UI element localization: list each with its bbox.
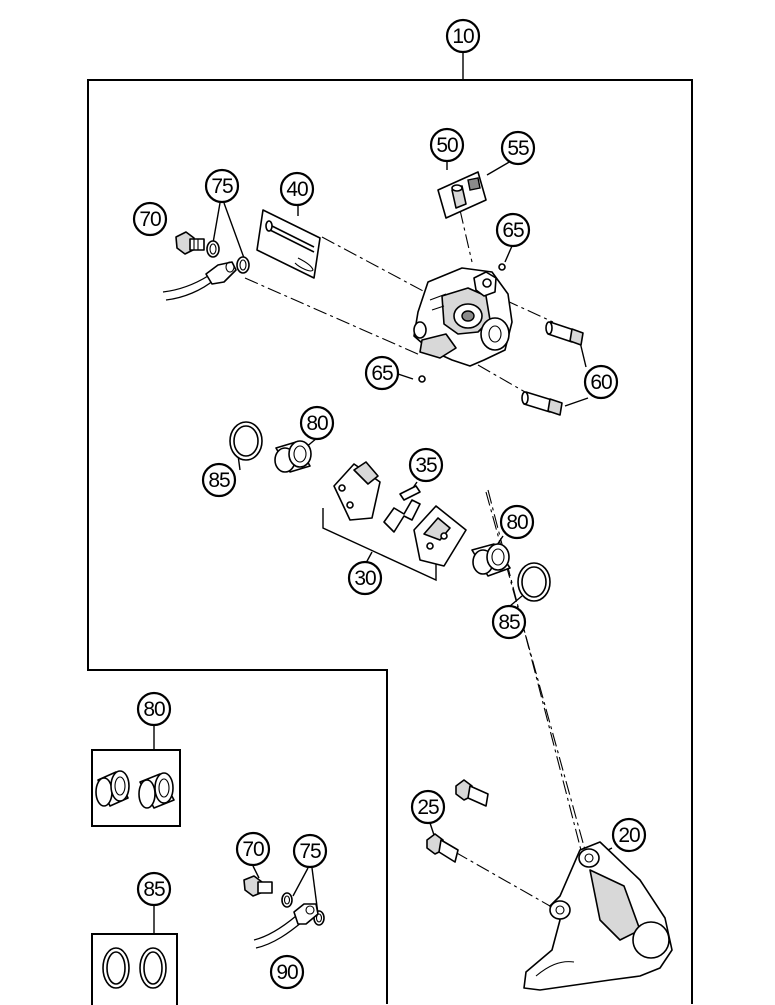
callout-20: 20	[611, 817, 647, 853]
callout-label: 10	[452, 25, 474, 48]
bracket-screws-part	[426, 779, 489, 863]
brake-pad-left-part	[333, 461, 381, 521]
callout-55: 55	[500, 130, 536, 166]
callout-80-upper: 80	[299, 405, 335, 441]
o-ring-upper-part	[498, 263, 506, 271]
pad-pin-kit-part	[256, 209, 321, 279]
callout-label: 85	[208, 469, 230, 492]
callout-75-lower: 75	[292, 833, 328, 869]
callout-70-lower: 70	[235, 831, 271, 867]
callout-40: 40	[279, 171, 315, 207]
callout-label: 40	[286, 178, 308, 201]
main-assembly-frame	[87, 79, 693, 1004]
callout-label: 85	[143, 878, 165, 901]
callout-75-upper: 75	[204, 168, 240, 204]
callout-label: 70	[139, 208, 161, 231]
callout-label: 60	[590, 371, 612, 394]
callout-80-kit: 80	[136, 691, 172, 727]
pad-spring-part	[383, 485, 421, 533]
callout-label: 65	[502, 219, 524, 242]
callout-60: 60	[583, 364, 619, 400]
callout-label: 35	[415, 454, 437, 477]
brake-pad-right-part	[413, 505, 467, 567]
callout-label: 80	[143, 698, 165, 721]
callout-30: 30	[347, 560, 383, 596]
guide-bolts-part	[521, 321, 584, 416]
callout-80-lower: 80	[499, 504, 535, 540]
hose-end-upper	[162, 261, 237, 301]
washer-parts-upper	[206, 240, 250, 274]
seal-kit-contents	[102, 947, 167, 989]
callout-label: 55	[507, 137, 529, 160]
caliper-bracket-part	[523, 841, 673, 991]
washer-parts-lower	[281, 892, 325, 926]
seal-lower-part	[517, 562, 551, 602]
callout-label: 70	[242, 838, 264, 861]
callout-10: 10	[445, 18, 481, 54]
callout-90: 90	[269, 954, 305, 990]
callout-label: 65	[371, 362, 393, 385]
callout-35: 35	[408, 447, 444, 483]
piston-upper-part	[274, 440, 312, 473]
callout-65-upper: 65	[495, 212, 531, 248]
callout-label: 90	[276, 961, 298, 984]
callout-label: 25	[417, 796, 439, 819]
callout-65-lower: 65	[364, 355, 400, 391]
callout-label: 80	[306, 412, 328, 435]
callout-25: 25	[410, 789, 446, 825]
banjo-bolt-part	[175, 231, 205, 255]
callout-85-lower: 85	[491, 604, 527, 640]
banjo-bolt-lower-part	[243, 875, 273, 897]
piston-lower-part	[471, 543, 511, 577]
piston-kit-box	[91, 749, 181, 827]
callout-label: 30	[354, 567, 376, 590]
callout-70-upper: 70	[132, 201, 168, 237]
callout-label: 75	[299, 840, 321, 863]
callout-label: 85	[498, 611, 520, 634]
callout-label: 75	[211, 175, 233, 198]
callout-label: 20	[618, 824, 640, 847]
seal-kit-box	[91, 933, 178, 1005]
callout-label: 80	[506, 511, 528, 534]
o-ring-lower-part	[418, 375, 426, 383]
brake-line-part	[253, 903, 319, 949]
callout-50: 50	[429, 127, 465, 163]
bleeder-kit-part	[437, 171, 487, 219]
callout-85-kit: 85	[136, 871, 172, 907]
caliper-body-part	[413, 267, 513, 367]
seal-upper-part	[229, 421, 263, 461]
callout-85-upper: 85	[201, 462, 237, 498]
assembly-frames	[87, 79, 693, 1005]
callout-label: 50	[436, 134, 458, 157]
piston-kit-contents	[95, 770, 175, 809]
